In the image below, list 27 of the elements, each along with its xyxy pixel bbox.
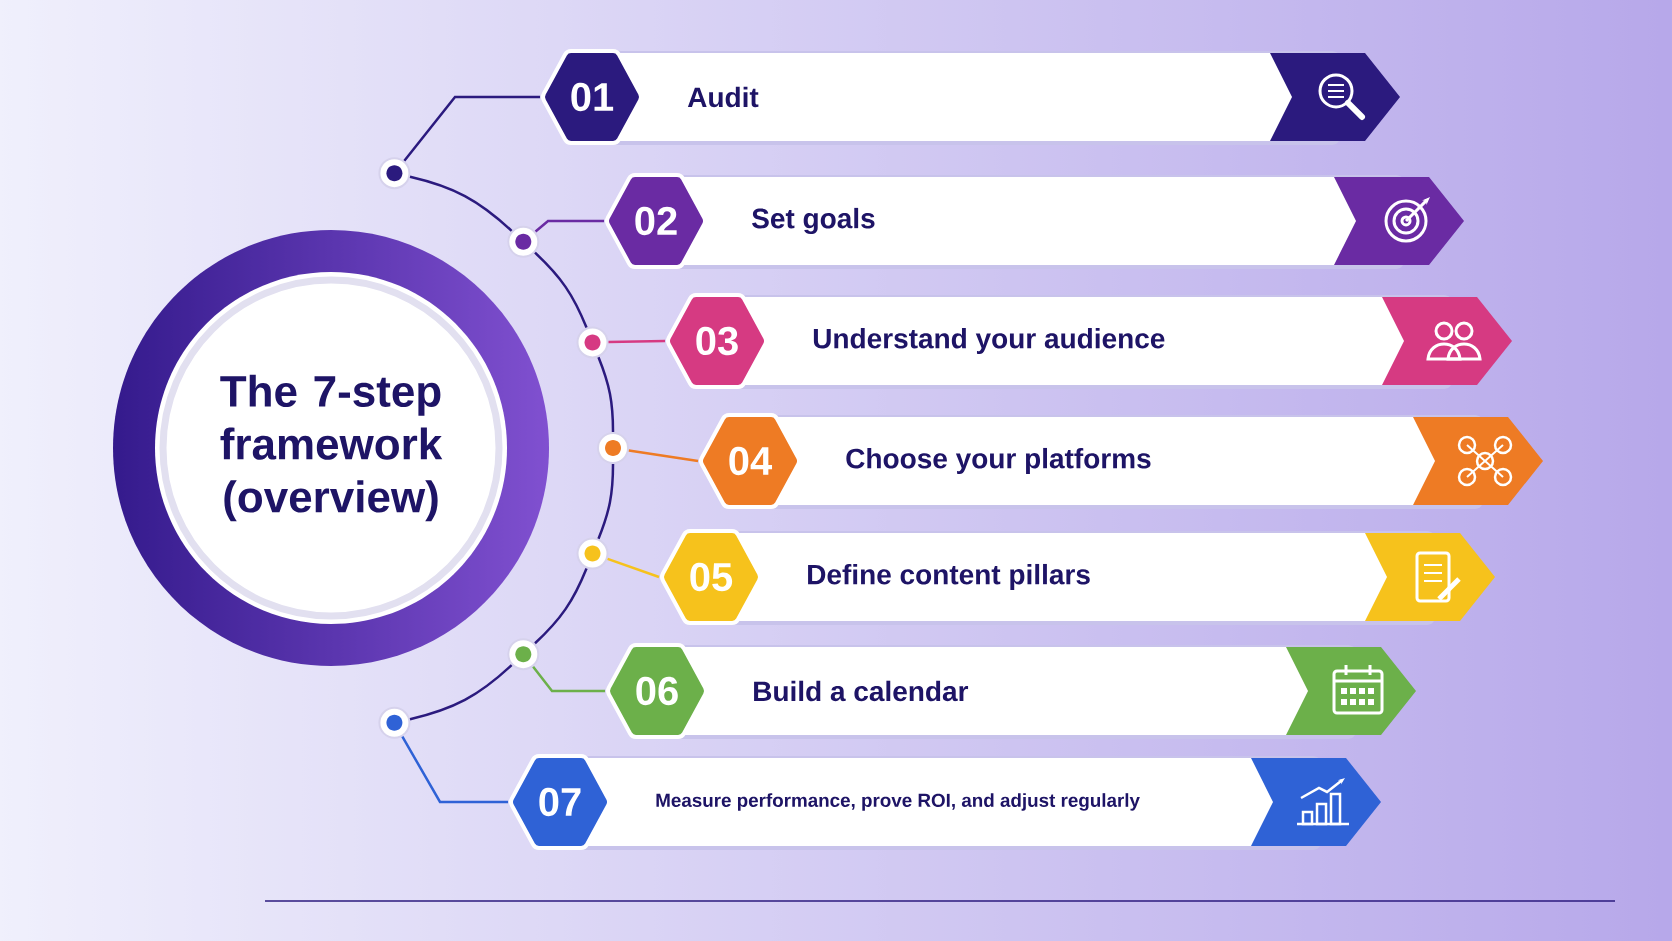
number-badge: 01 xyxy=(541,49,643,145)
timeline-dot xyxy=(576,326,609,359)
connector-line xyxy=(532,666,605,693)
number-badge: 06 xyxy=(606,643,708,739)
timeline-dot xyxy=(597,432,629,464)
timeline-dot xyxy=(378,706,411,739)
connector-line xyxy=(607,557,660,579)
connector-line xyxy=(597,356,615,432)
number-badge: 07 xyxy=(509,754,611,850)
connector-line xyxy=(403,95,540,162)
connector-line xyxy=(534,219,604,233)
timeline-dot xyxy=(507,225,540,258)
number-badge: 02 xyxy=(605,173,707,269)
timeline-dot xyxy=(576,537,609,570)
connector-line xyxy=(409,664,513,721)
timeline-dot xyxy=(507,638,540,671)
number-badge: 05 xyxy=(660,529,762,625)
number-badge: 03 xyxy=(666,293,768,389)
connector-line xyxy=(401,736,508,804)
connector-line xyxy=(628,449,699,463)
number-badge: 04 xyxy=(699,413,801,509)
connector-line xyxy=(597,463,615,540)
connector-line xyxy=(409,175,513,232)
connector-line xyxy=(534,567,588,645)
connector-line xyxy=(608,339,666,344)
connector-line xyxy=(534,251,588,329)
timeline-dot xyxy=(378,157,411,190)
